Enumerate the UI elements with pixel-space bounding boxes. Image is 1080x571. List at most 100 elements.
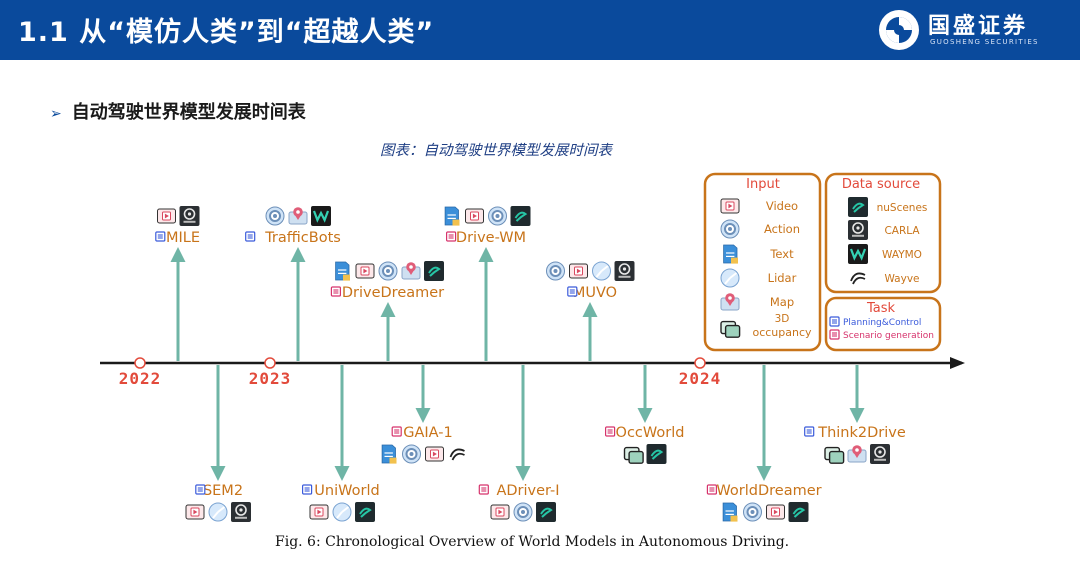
task-generation-icon xyxy=(391,426,402,437)
nuscenes-icon xyxy=(788,502,809,522)
video-icon xyxy=(425,446,444,462)
slide-title: 1.1 从“模仿人类”到“超越人类” xyxy=(18,17,435,48)
video-icon xyxy=(157,208,176,224)
nuscenes-icon xyxy=(424,261,444,281)
action-icon xyxy=(265,206,285,226)
wayve-icon xyxy=(448,445,467,463)
figure-caption: 图表：自动驾驶世界模型发展时间表 xyxy=(380,143,612,159)
video-icon xyxy=(355,263,375,279)
legend-input-label: Lidar xyxy=(768,271,797,285)
task-planning-icon xyxy=(245,231,256,242)
map-icon xyxy=(288,207,308,225)
task-planning-icon xyxy=(567,286,578,297)
text-icon xyxy=(444,206,460,226)
figure-note: Fig. 6: Chronological Overview of World … xyxy=(275,534,790,550)
task-planning-icon xyxy=(804,426,815,437)
nuscenes-icon xyxy=(536,502,556,522)
year-marker xyxy=(264,357,276,369)
task-generation-icon xyxy=(446,231,457,242)
task-generation-icon xyxy=(330,286,341,297)
legend-task-label: Planning&Control xyxy=(843,318,921,328)
wayve-icon xyxy=(849,269,867,287)
model-label: Think2Drive xyxy=(817,425,906,441)
video-icon xyxy=(465,208,484,224)
action-icon xyxy=(488,206,507,226)
bullet-arrow-icon: ➢ xyxy=(50,106,62,122)
video-icon xyxy=(720,198,740,214)
action-icon xyxy=(546,261,565,281)
map-icon xyxy=(847,445,867,463)
legend-source-label: nuScenes xyxy=(877,202,928,214)
legend-input-label: Text xyxy=(769,247,794,261)
legend-input-label: Video xyxy=(766,199,798,213)
legend-task-label: Scenario generation xyxy=(843,331,934,341)
legend-input-label: Map xyxy=(770,295,794,309)
legend-input-title: Input xyxy=(746,177,780,192)
text-icon xyxy=(381,444,397,464)
model-label: Drive-WM xyxy=(456,230,526,246)
occupancy-icon xyxy=(824,446,845,464)
waymo-icon xyxy=(848,244,868,264)
section-title: 自动驾驶世界模型发展时间表 xyxy=(71,102,306,123)
legend-input-label: Action xyxy=(764,222,800,236)
action-icon xyxy=(402,444,421,464)
legend-source-label: CARLA xyxy=(884,225,920,237)
carla-icon xyxy=(179,206,200,226)
legend-task-box xyxy=(824,296,942,352)
legend-source-label: WAYMO xyxy=(882,249,922,261)
action-icon xyxy=(720,219,740,239)
logo-text: 国盛证券 xyxy=(928,14,1029,39)
year-label: 2023 xyxy=(249,369,292,388)
task-planning-icon xyxy=(195,484,206,495)
guosheng-logo-icon xyxy=(879,10,919,50)
model-label: MILE xyxy=(166,230,200,246)
header-bar: 1.1 从“模仿人类”到“超越人类” 国盛证券 GUOSHENG SECURIT… xyxy=(0,0,1080,60)
action-icon xyxy=(743,502,762,522)
model-label: GAIA-1 xyxy=(403,425,453,441)
legend-source-label: Wayve xyxy=(884,273,919,285)
model-label: DriveDreamer xyxy=(342,285,444,301)
nuscenes-icon xyxy=(848,197,868,217)
video-icon xyxy=(766,504,785,520)
action-icon xyxy=(513,502,533,522)
carla-icon xyxy=(870,444,890,464)
legend-source-title: Data source xyxy=(842,177,920,192)
model-label: WorldDreamer xyxy=(716,483,821,499)
carla-icon xyxy=(231,502,251,522)
video-icon xyxy=(309,504,329,520)
task-generation-icon xyxy=(604,426,616,437)
year-label: 2022 xyxy=(119,369,162,388)
task-planning-icon xyxy=(829,316,840,327)
year-marker xyxy=(134,357,146,369)
lidar-icon xyxy=(720,268,740,288)
legend-input-label: occupancy xyxy=(752,326,812,339)
video-icon xyxy=(185,504,205,520)
task-generation-icon xyxy=(829,329,840,340)
carla-icon xyxy=(848,220,868,240)
model-label: ADriver-I xyxy=(496,483,559,499)
year-marker xyxy=(694,357,706,369)
text-icon xyxy=(335,261,350,281)
legend-task-title: Task xyxy=(866,301,896,316)
lidar-icon xyxy=(208,502,228,522)
lidar-icon xyxy=(592,261,611,281)
section-heading: ➢ 自动驾驶世界模型发展时间表 xyxy=(50,98,306,124)
year-label: 2024 xyxy=(679,369,722,388)
legend-input-label: 3D xyxy=(775,313,790,325)
waymo-icon xyxy=(311,206,331,226)
model-label: SEM2 xyxy=(203,483,243,499)
occupancy-icon xyxy=(720,320,741,338)
carla-icon xyxy=(614,261,635,281)
nuscenes-icon xyxy=(355,502,375,522)
nuscenes-icon xyxy=(510,206,531,226)
model-label: UniWorld xyxy=(314,483,379,499)
model-label: MUVO xyxy=(573,285,617,301)
lidar-icon xyxy=(332,502,352,522)
video-icon xyxy=(490,504,510,520)
task-generation-icon xyxy=(478,484,489,495)
video-icon xyxy=(569,263,588,279)
map-icon xyxy=(720,293,740,311)
map-icon xyxy=(401,262,421,280)
task-planning-icon xyxy=(302,484,313,495)
